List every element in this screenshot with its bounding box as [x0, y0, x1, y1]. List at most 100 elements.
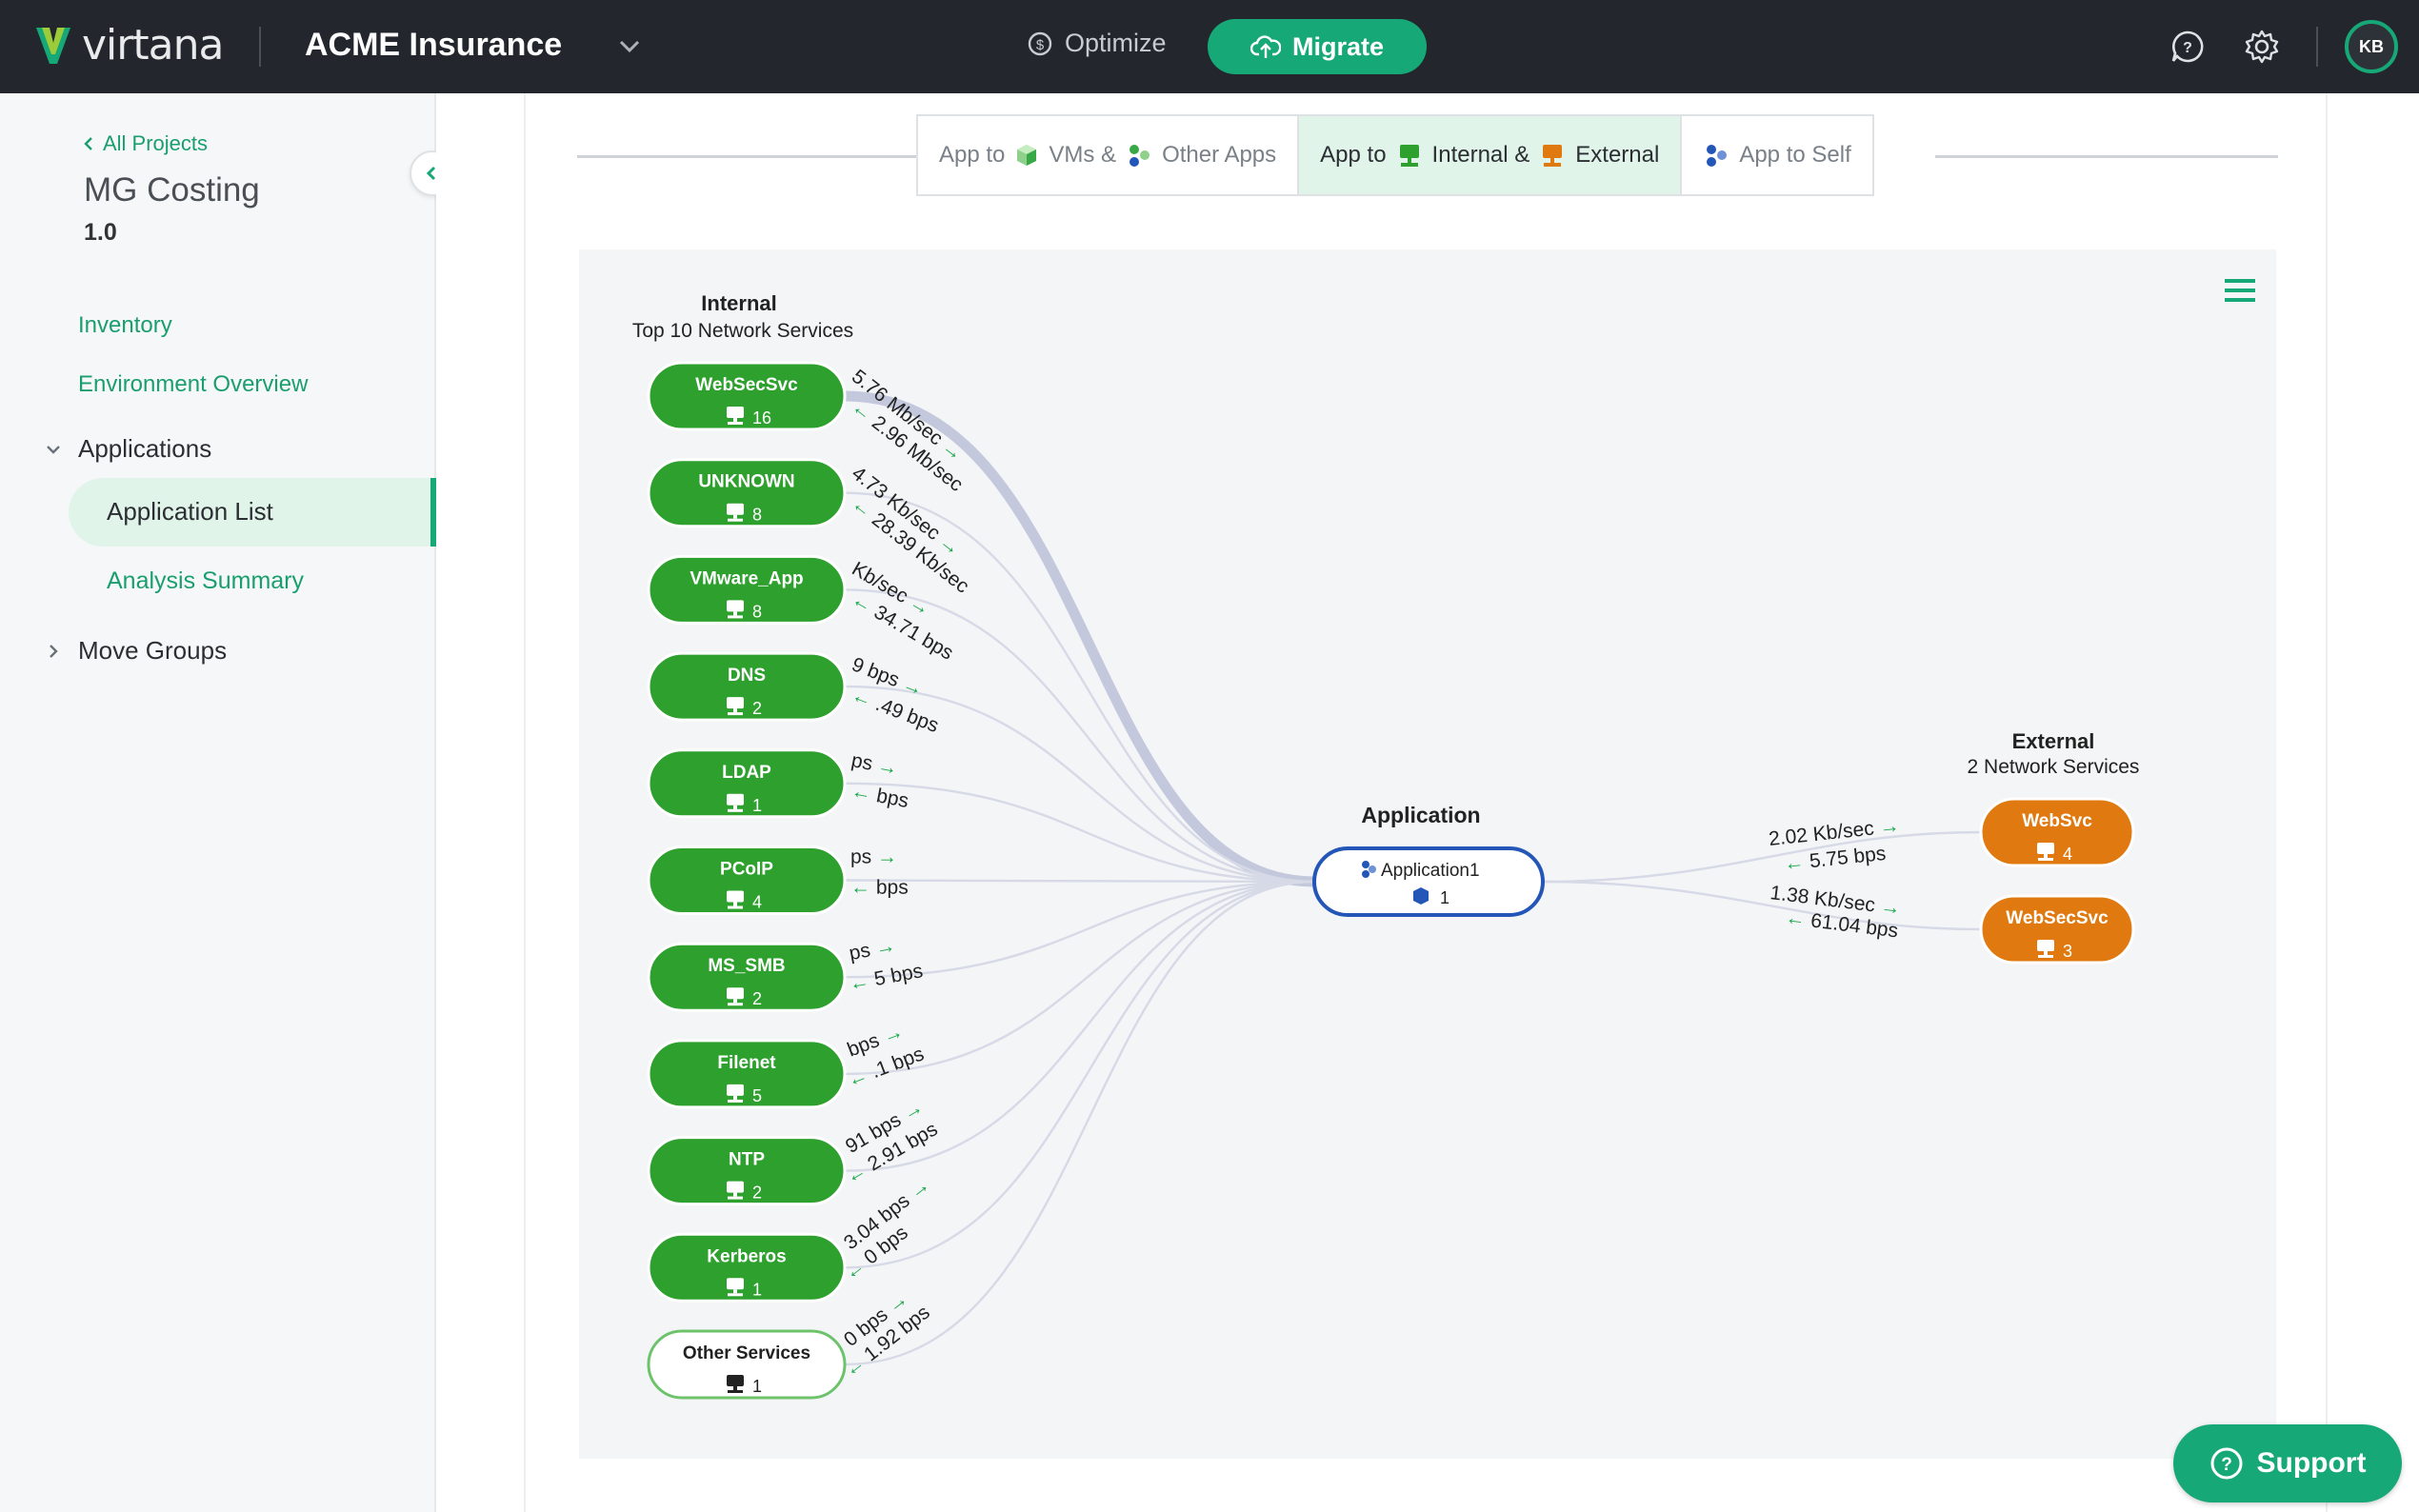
internal-service-node[interactable]: Kerberos 1 — [647, 1232, 847, 1303]
node-name: Kerberos — [707, 1246, 786, 1266]
brand[interactable]: virtana — [34, 21, 224, 70]
tab-label-mid: VMs & — [1049, 142, 1117, 168]
main-right-gutter — [2326, 93, 2419, 1512]
dollar-circle-icon: $ — [1028, 31, 1052, 55]
tab-app-to-self[interactable]: App to Self — [1682, 116, 1871, 194]
tab-label-suffix: Other Apps — [1162, 142, 1277, 168]
chevron-left-icon — [426, 166, 436, 181]
vm-cube-icon — [1413, 887, 1429, 905]
node-name: Application1 — [1381, 861, 1480, 881]
node-name: Filenet — [717, 1053, 776, 1073]
node-name: DNS — [728, 666, 766, 686]
external-server-icon — [1543, 145, 1563, 167]
internal-server-icon — [1399, 145, 1419, 167]
sidebar-group-label: Applications — [78, 434, 212, 463]
external-service-node[interactable]: WebSecSvc 3 — [1979, 894, 2135, 965]
application-icon — [1362, 861, 1376, 878]
sidebar-group-move-groups[interactable]: Move Groups — [44, 636, 227, 666]
sidebar-group-applications[interactable]: Applications — [44, 434, 211, 464]
node-name: NTP — [729, 1150, 765, 1170]
apps-icon — [1130, 145, 1150, 167]
node-name: WebSecSvc — [2006, 908, 2109, 928]
support-button[interactable]: ? Support — [2173, 1424, 2402, 1502]
tab-label-suffix: External — [1575, 142, 1660, 168]
node-count: 2 — [752, 1184, 762, 1203]
internal-service-node[interactable]: Filenet 5 — [647, 1039, 847, 1109]
sidebar-item-inventory[interactable]: Inventory — [78, 312, 172, 338]
tab-label-mid: Internal & — [1431, 142, 1530, 168]
view-tabs: App to VMs & Other Apps App to Internal … — [916, 114, 1874, 196]
svg-text:?: ? — [2183, 40, 2192, 56]
sidebar-item-application-list[interactable]: Application List — [69, 478, 436, 547]
tab-app-to-vms-other-apps[interactable]: App to VMs & Other Apps — [918, 116, 1300, 194]
chevron-down-icon[interactable] — [615, 32, 644, 61]
node-count: 2 — [752, 699, 762, 718]
node-count: 8 — [752, 602, 762, 621]
app-self-icon — [1707, 145, 1728, 167]
node-name: LDAP — [722, 763, 771, 783]
external-service-node[interactable]: WebSvc 4 — [1979, 797, 2135, 867]
server-icon — [727, 1084, 744, 1103]
node-count: 2 — [752, 989, 762, 1008]
internal-service-node[interactable]: DNS 2 — [647, 651, 847, 722]
sidebar: All Projects MG Costing 1.0 Inventory En… — [0, 93, 436, 1512]
svg-text:?: ? — [2221, 1455, 2232, 1475]
server-icon — [727, 793, 744, 812]
server-icon — [727, 890, 744, 909]
header-divider — [259, 27, 261, 67]
top-bar: virtana ACME Insurance $ Optimize Migrat… — [0, 0, 2419, 93]
node-count: 4 — [2063, 845, 2072, 864]
nav-migrate[interactable]: Migrate — [1208, 19, 1427, 74]
all-projects-label: All Projects — [103, 131, 209, 155]
nav-optimize[interactable]: $ Optimize — [1027, 29, 1167, 58]
user-avatar[interactable]: KB — [2345, 20, 2398, 73]
server-icon — [727, 1375, 744, 1393]
node-count: 5 — [752, 1086, 762, 1105]
org-name[interactable]: ACME Insurance — [305, 27, 563, 63]
node-count: 1 — [752, 796, 762, 815]
internal-service-node[interactable]: NTP 2 — [647, 1136, 847, 1206]
nodes-layer: WebSecSvc16UNKNOWN8VMware_App8DNS2LDAP1P… — [647, 361, 2135, 1400]
chevron-right-icon — [50, 644, 58, 658]
server-icon — [2037, 940, 2054, 958]
node-name: UNKNOWN — [698, 472, 794, 492]
sidebar-item-environment-overview[interactable]: Environment Overview — [78, 371, 309, 397]
sidebar-item-label: Application List — [107, 497, 273, 526]
server-icon — [727, 1278, 744, 1297]
project-title: MG Costing — [84, 171, 260, 209]
tab-label-prefix: App to — [939, 142, 1006, 168]
tab-label-prefix: App to — [1320, 142, 1387, 168]
internal-service-node[interactable]: LDAP 1 — [647, 748, 847, 819]
graph-menu-icon[interactable] — [2225, 278, 2255, 303]
tab-rule — [1935, 155, 2278, 158]
settings-icon[interactable] — [2242, 27, 2282, 67]
all-projects-link[interactable]: All Projects — [82, 131, 208, 156]
server-icon — [727, 1181, 744, 1200]
server-icon — [727, 987, 744, 1006]
node-name: Other Services — [683, 1343, 810, 1363]
node-count: 8 — [752, 506, 762, 525]
server-icon — [727, 503, 744, 522]
node-name: PCoIP — [720, 860, 773, 880]
node-name: WebSecSvc — [695, 375, 798, 395]
support-label: Support — [2256, 1447, 2367, 1479]
feedback-icon[interactable]: ? — [2168, 27, 2208, 67]
tab-app-to-internal-external[interactable]: App to Internal & External — [1299, 116, 1683, 194]
node-name: WebSvc — [2022, 811, 2092, 831]
node-count: 1 — [752, 1280, 762, 1299]
server-icon — [2037, 843, 2054, 861]
sidebar-group-label: Move Groups — [78, 636, 228, 665]
node-count: 3 — [2063, 942, 2072, 961]
server-icon — [727, 697, 744, 716]
internal-service-node[interactable]: UNKNOWN 8 — [647, 458, 847, 528]
chevron-left-icon — [84, 137, 92, 150]
cloud-upload-icon — [1249, 35, 1281, 58]
brand-name: virtana — [82, 21, 224, 70]
sidebar-item-analysis-summary[interactable]: Analysis Summary — [107, 567, 304, 594]
